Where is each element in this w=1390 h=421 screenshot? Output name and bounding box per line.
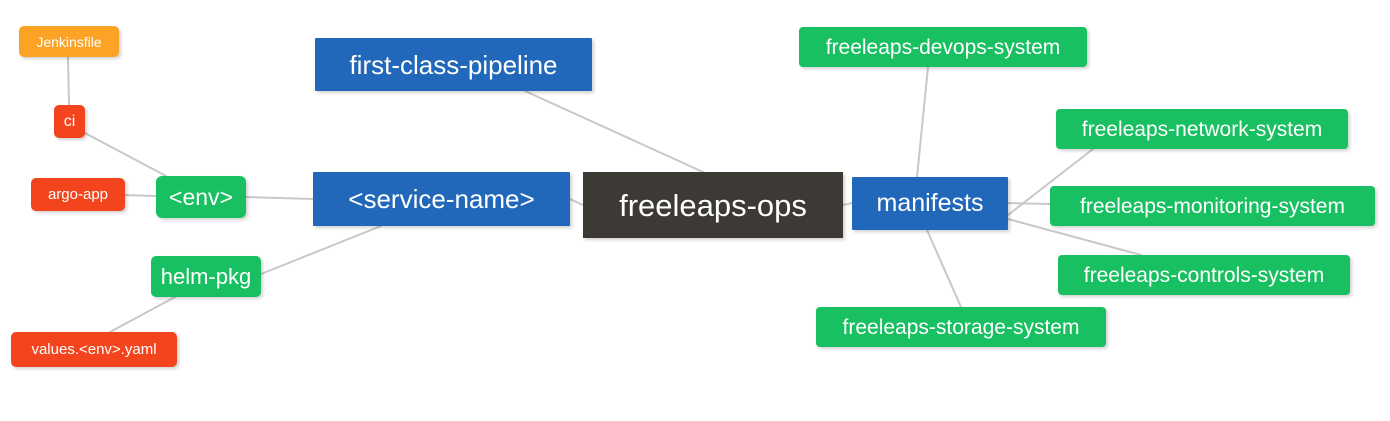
edge-manifests-to-freeleaps-controls-system	[1007, 218, 1142, 256]
edge-service-name-to-env	[245, 196, 314, 200]
edge-env-to-ci	[84, 132, 167, 177]
mindmap-node-freeleaps-devops-system[interactable]: freeleaps-devops-system	[799, 27, 1087, 67]
mindmap-node-ci[interactable]: ci	[54, 105, 85, 138]
mindmap-node-first-class-pipeline[interactable]: first-class-pipeline	[315, 38, 592, 91]
mindmap-node-freeleaps-storage-system[interactable]: freeleaps-storage-system	[816, 307, 1106, 347]
mindmap-node-env[interactable]: <env>	[156, 176, 246, 218]
edge-freeleaps-ops-to-manifests	[842, 202, 853, 206]
edge-manifests-to-freeleaps-monitoring-system	[1007, 202, 1051, 205]
mindmap-node-manifests[interactable]: manifests	[852, 177, 1008, 230]
edge-manifests-to-freeleaps-devops-system	[916, 66, 929, 178]
edge-freeleaps-ops-to-first-class-pipeline	[524, 90, 704, 173]
edge-helm-pkg-to-values-env-yaml	[109, 296, 176, 333]
mindmap-node-freeleaps-monitoring-system[interactable]: freeleaps-monitoring-system	[1050, 186, 1375, 226]
mindmap-node-freeleaps-controls-system[interactable]: freeleaps-controls-system	[1058, 255, 1350, 295]
edge-manifests-to-freeleaps-storage-system	[926, 229, 962, 308]
mindmap-node-argo-app[interactable]: argo-app	[31, 178, 125, 211]
edge-env-to-argo-app	[124, 194, 157, 197]
mindmap-node-helm-pkg[interactable]: helm-pkg	[151, 256, 261, 297]
mindmap-node-freeleaps-network-system[interactable]: freeleaps-network-system	[1056, 109, 1348, 149]
edge-freeleaps-ops-to-service-name	[569, 198, 584, 206]
edge-service-name-to-helm-pkg	[260, 225, 382, 275]
mindmap-node-values-env-yaml[interactable]: values.<env>.yaml	[11, 332, 177, 367]
mindmap-node-freeleaps-ops[interactable]: freeleaps-ops	[583, 172, 843, 238]
edge-ci-to-jenkinsfile	[67, 56, 70, 106]
mindmap-node-jenkinsfile[interactable]: Jenkinsfile	[19, 26, 119, 57]
mindmap-node-service-name[interactable]: <service-name>	[313, 172, 570, 226]
